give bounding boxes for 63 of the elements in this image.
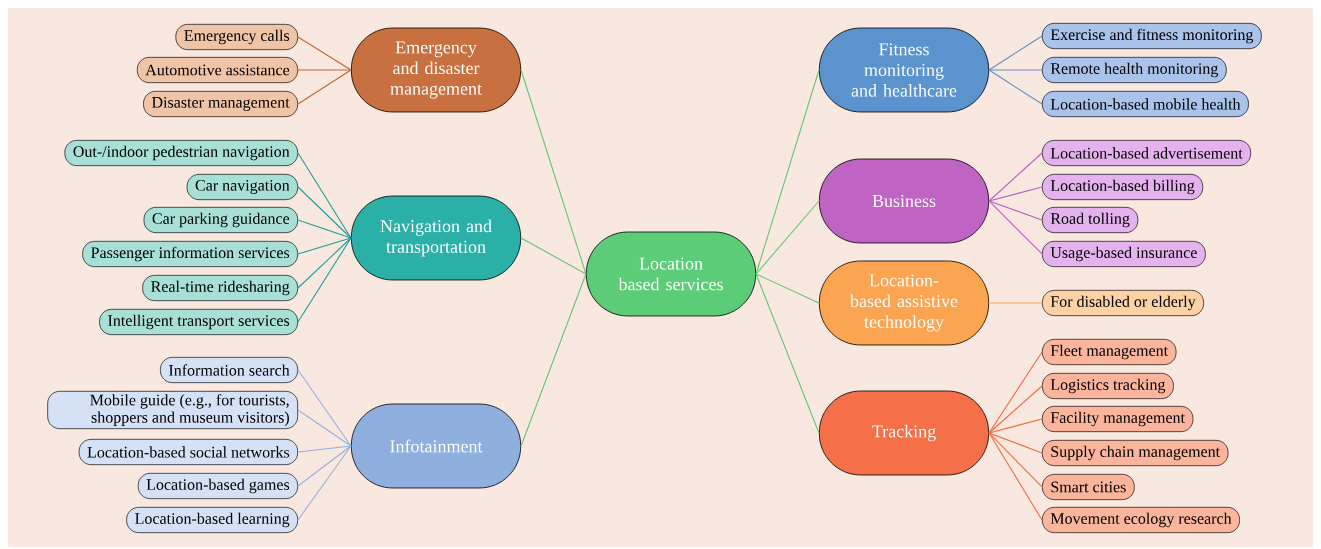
item-bubble: Location-based social networks (78, 439, 298, 465)
connector-line (297, 237, 352, 255)
item-bubble: Disaster management (143, 91, 298, 117)
connector-line (755, 200, 820, 275)
connector-line (988, 152, 1043, 202)
item-bubble: For disabled or elderly (1042, 290, 1204, 316)
connector-line (988, 432, 1043, 488)
connector-line (297, 186, 352, 239)
item-bubble: Usage-based insurance (1042, 241, 1206, 267)
connector-line (988, 418, 1043, 434)
connector-line (297, 152, 352, 239)
item-bubble: Location-based billing (1042, 174, 1204, 200)
item-bubble: Out-/indoor pedestrian navigation (64, 140, 298, 166)
item-bubble: Movement ecology research (1042, 507, 1240, 533)
item-bubble: Smart cities (1042, 474, 1135, 500)
connector-line (297, 237, 352, 323)
connector-line (988, 351, 1043, 434)
connector-line (988, 186, 1043, 202)
item-bubble: Location-based learning (126, 507, 298, 533)
connector-line (988, 69, 1043, 105)
connector-line (988, 200, 1043, 221)
item-bubble: Mobile guide (e.g., for tourists, shoppers and museum visitors) (47, 391, 298, 429)
connector-line (520, 69, 587, 275)
connector-line (297, 36, 352, 71)
connector-line (297, 445, 352, 521)
connector-line (297, 369, 352, 447)
connector-line (988, 432, 1043, 521)
connector-line (988, 69, 1043, 71)
item-bubble: Fleet management (1042, 339, 1177, 365)
item-bubble: Logistics tracking (1042, 373, 1174, 399)
connector-line (988, 385, 1043, 434)
connector-line (297, 69, 352, 71)
item-bubble: Car parking guidance (143, 207, 298, 233)
connector-line (297, 409, 352, 447)
item-bubble: Passenger information services (82, 241, 298, 267)
connector-line (755, 273, 820, 304)
connector-line (988, 302, 1043, 304)
connector-line (755, 273, 820, 434)
connector-line (297, 445, 352, 453)
item-bubble: Location-based advertisement (1042, 140, 1252, 166)
connector-line (988, 200, 1043, 255)
item-bubble: Automotive assistance (136, 57, 298, 83)
item-bubble: Location-based games (137, 473, 298, 499)
item-bubble: Road tolling (1042, 207, 1139, 233)
item-bubble: Real-time ridesharing (142, 275, 298, 301)
connector-line (988, 432, 1043, 454)
connector-line (520, 273, 587, 447)
connector-line (297, 237, 352, 289)
item-bubble: Car navigation (186, 174, 298, 200)
connector-line (297, 69, 352, 105)
item-bubble: Emergency calls (175, 24, 298, 50)
item-bubble: Remote health monitoring (1042, 57, 1227, 83)
connector-line (755, 69, 820, 275)
item-bubble: Exercise and fitness monitoring (1042, 23, 1262, 49)
item-bubble: Location-based mobile health (1042, 91, 1249, 117)
connector-line (520, 237, 587, 275)
connector-line (297, 445, 352, 487)
item-bubble: Facility management (1042, 406, 1194, 432)
item-bubble: Intelligent transport services (99, 309, 298, 335)
connector-line (988, 35, 1043, 71)
connector-line (297, 219, 352, 239)
item-bubble: Information search (160, 357, 298, 383)
item-bubble: Supply chain management (1042, 440, 1229, 466)
